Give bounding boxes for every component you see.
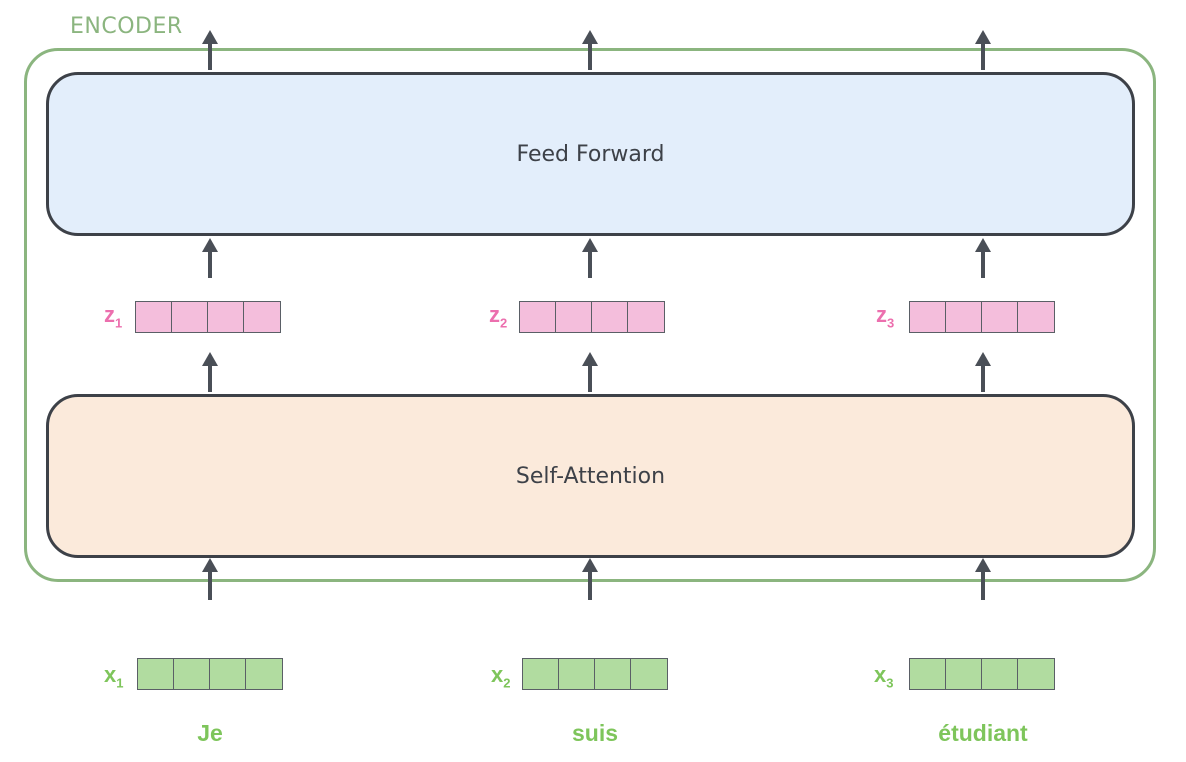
- arrow-head: [202, 238, 218, 252]
- word-etudiant: étudiant: [938, 720, 1028, 746]
- encoder-label: ENCODER: [70, 14, 183, 39]
- arrow-head: [582, 352, 598, 366]
- z2-label: z2: [489, 302, 508, 331]
- arrow-head: [975, 30, 991, 44]
- x2-vector: [522, 658, 668, 690]
- x3-vector: [909, 658, 1055, 690]
- arrow-head: [582, 238, 598, 252]
- arrow-head: [975, 238, 991, 252]
- feed-forward-label: Feed Forward: [516, 141, 665, 167]
- arrow-head: [582, 30, 598, 44]
- z3-label: z3: [876, 302, 895, 331]
- self-attention-label: Self-Attention: [515, 463, 666, 489]
- z1-vector: [135, 301, 281, 333]
- z2-vector: [519, 301, 665, 333]
- arrow-head: [202, 352, 218, 366]
- feed-forward-layer: Feed Forward: [46, 72, 1135, 236]
- arrow-head: [202, 30, 218, 44]
- arrow-head: [202, 558, 218, 572]
- x1-vector: [137, 658, 283, 690]
- self-attention-layer: Self-Attention: [46, 394, 1135, 558]
- word-je: Je: [197, 720, 223, 746]
- arrow-head: [975, 352, 991, 366]
- x1-label: x1: [104, 662, 124, 691]
- x3-label: x3: [874, 662, 894, 691]
- x2-label: x2: [491, 662, 511, 691]
- z1-label: z1: [104, 302, 123, 331]
- z3-vector: [909, 301, 1055, 333]
- word-suis: suis: [571, 720, 619, 746]
- arrow-head: [975, 558, 991, 572]
- arrow-head: [582, 558, 598, 572]
